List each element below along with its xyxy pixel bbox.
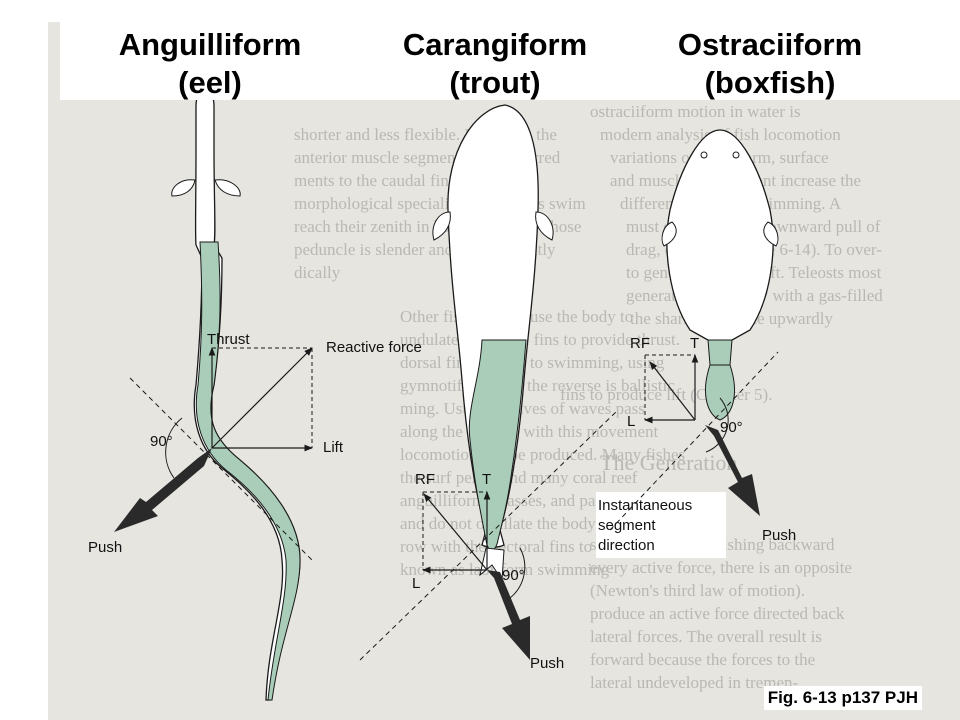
trout-push-label: Push <box>530 655 564 672</box>
eel-push-arrow <box>114 448 212 532</box>
bg-text-line: dically <box>294 263 341 282</box>
trout-right-angle-arc <box>509 547 526 599</box>
eel-pectoral-fin-left <box>171 179 196 197</box>
bg-text-line: known as labriform swimming <box>400 560 610 579</box>
eel-thrust-label: Thrust <box>207 331 250 348</box>
bg-text-line: ming. Usually, waves of waves pass <box>400 399 645 418</box>
bg-text-line: The Generation <box>600 450 737 475</box>
boxfish-pectoral-fin-right <box>763 221 779 247</box>
bg-text-line: (Newton's third law of motion). <box>590 581 805 600</box>
background-text-block: ostraciiform motion in water is modern a… <box>294 102 883 692</box>
bg-text-line: and do not oscillate the body or move <box>400 514 656 533</box>
eel-reactive-force-label: Reactive force <box>326 339 422 356</box>
title-anguilliform-common: (eel) <box>178 65 242 100</box>
title-band <box>60 0 960 100</box>
segment-direction-label-line2: segment <box>598 517 656 534</box>
trout-t-label: T <box>482 471 491 488</box>
title-ostraciiform-common: (boxfish) <box>704 65 836 100</box>
eel-right-angle-arc <box>165 417 183 479</box>
figure-caption: Fig. 6-13 p137 PJH <box>763 686 922 710</box>
boxfish-l-label: L <box>627 413 635 430</box>
bg-text-line: dorsal fin is an aid to swimming, using <box>400 353 665 372</box>
boxfish-push-arrow <box>705 425 760 516</box>
trout-l-label: L <box>412 575 420 592</box>
bg-text-line: lateral undeveloped in tremen- <box>590 673 798 692</box>
bg-text-line: produce an active force directed back <box>590 604 845 623</box>
boxfish-rf-label: RF <box>630 335 650 352</box>
eel-muscle-band <box>195 241 301 701</box>
trout-angle-label: 90° <box>502 567 525 584</box>
title-anguilliform: Anguilliform (eel) <box>90 26 330 102</box>
title-anguilliform-name: Anguilliform <box>118 27 302 62</box>
boxfish-caudal-fin <box>704 364 736 421</box>
eel-lift-label: Lift <box>323 439 344 456</box>
bg-text-line: gymnotiform, and the reverse is ballisti… <box>400 376 675 395</box>
title-carangiform-name: Carangiform <box>402 27 588 62</box>
bg-text-line: lateral forces. The overall result is <box>590 627 822 646</box>
trout-figure: RF T L 90° Push Instantaneous segment di… <box>359 104 726 672</box>
trout-push-arrow <box>487 570 530 660</box>
bg-text-line: row with the pectoral fins to produce <box>400 537 651 556</box>
trout-pectoral-fin-right <box>535 211 554 241</box>
title-carangiform-common: (trout) <box>449 65 541 100</box>
eel-angle-label: 90° <box>150 433 173 450</box>
boxfish-t-label: T <box>690 335 699 352</box>
title-ostraciiform-name: Ostraciiform <box>677 27 863 62</box>
boxfish-figure: RF T L 90° Push <box>609 129 796 544</box>
boxfish-push-label: Push <box>762 527 796 544</box>
trout-pectoral-fin-left <box>432 211 451 241</box>
bg-text-line: morphological specializations of this sw… <box>294 194 586 213</box>
bg-text-line: every active force, there is an opposite <box>590 558 852 577</box>
segment-direction-label-line1: Instantaneous <box>598 497 692 514</box>
eel-figure: Thrust Reactive force Lift 90° Push <box>88 89 422 701</box>
boxfish-pectoral-fin-left <box>661 221 677 247</box>
segment-direction-label-line3: direction <box>598 537 655 554</box>
bg-text-line: ostraciiform motion in water is <box>590 102 801 121</box>
boxfish-right-angle-arc <box>705 397 729 453</box>
title-ostraciiform: Ostraciiform (boxfish) <box>640 26 900 102</box>
eel-pectoral-fin-right <box>214 179 241 197</box>
bg-text-line: forward because the forces to the <box>590 650 815 669</box>
eel-push-label: Push <box>88 539 122 556</box>
bg-text-line: along the fin, and with this movement <box>400 422 659 441</box>
title-carangiform: Carangiform (trout) <box>370 26 620 102</box>
trout-rf-label: RF <box>415 471 435 488</box>
boxfish-angle-label: 90° <box>720 419 743 436</box>
bg-text-line: the surf perch, and many coral reef <box>400 468 638 487</box>
